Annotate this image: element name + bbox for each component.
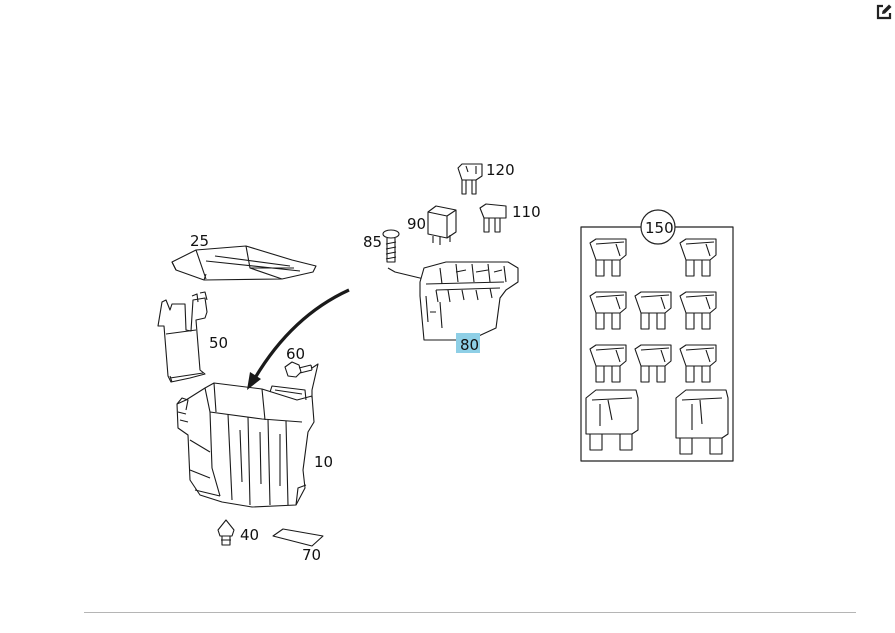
callout-labels: 25 50 60 10 40 70 85 90 120 110 80 150 (190, 161, 676, 564)
fuse-maxi (675, 389, 729, 455)
part-110-fuse[interactable] (479, 203, 507, 233)
fuse-small (589, 291, 627, 330)
callout-150[interactable]: 150 (645, 219, 674, 237)
callout-25[interactable]: 25 (190, 232, 209, 250)
part-25-cover[interactable] (171, 245, 317, 281)
callout-80-highlight (456, 333, 480, 353)
edit-icon[interactable] (874, 2, 894, 22)
part-40-clip[interactable] (217, 519, 235, 546)
callout-60[interactable]: 60 (286, 345, 305, 363)
fuse-maxi (585, 389, 639, 451)
callout-85[interactable]: 85 (363, 233, 382, 251)
callout-90[interactable]: 90 (407, 215, 426, 233)
bottom-divider (84, 612, 856, 613)
callout-50[interactable]: 50 (209, 334, 228, 352)
part-150-fuse-set[interactable] (580, 226, 734, 462)
assembly-arrow (247, 288, 350, 390)
callout-10[interactable]: 10 (314, 453, 333, 471)
fuse-small (679, 238, 717, 277)
part-10-housing[interactable] (176, 382, 315, 508)
part-90-relay[interactable] (427, 205, 457, 245)
fuse-small (679, 291, 717, 330)
part-70-pad[interactable] (272, 528, 324, 547)
callout-80[interactable]: 80 (460, 336, 479, 354)
callout-70[interactable]: 70 (302, 546, 321, 564)
fuse-small (589, 238, 627, 277)
fuse-small (589, 344, 627, 383)
leader-85 (387, 267, 425, 280)
fuse-small (634, 291, 672, 330)
part-50-bracket[interactable] (157, 291, 208, 383)
leader-60 (311, 363, 319, 398)
part-85-screw[interactable] (382, 229, 400, 263)
callout-40[interactable]: 40 (240, 526, 259, 544)
part-60-bolt[interactable] (284, 361, 313, 378)
part-80-module[interactable] (419, 261, 519, 341)
callout-150-circle (640, 209, 676, 245)
callout-120[interactable]: 120 (486, 161, 515, 179)
part-120-fuse[interactable] (457, 163, 483, 195)
fuse-small (634, 344, 672, 383)
fuse-small (679, 344, 717, 383)
callout-110[interactable]: 110 (512, 203, 541, 221)
